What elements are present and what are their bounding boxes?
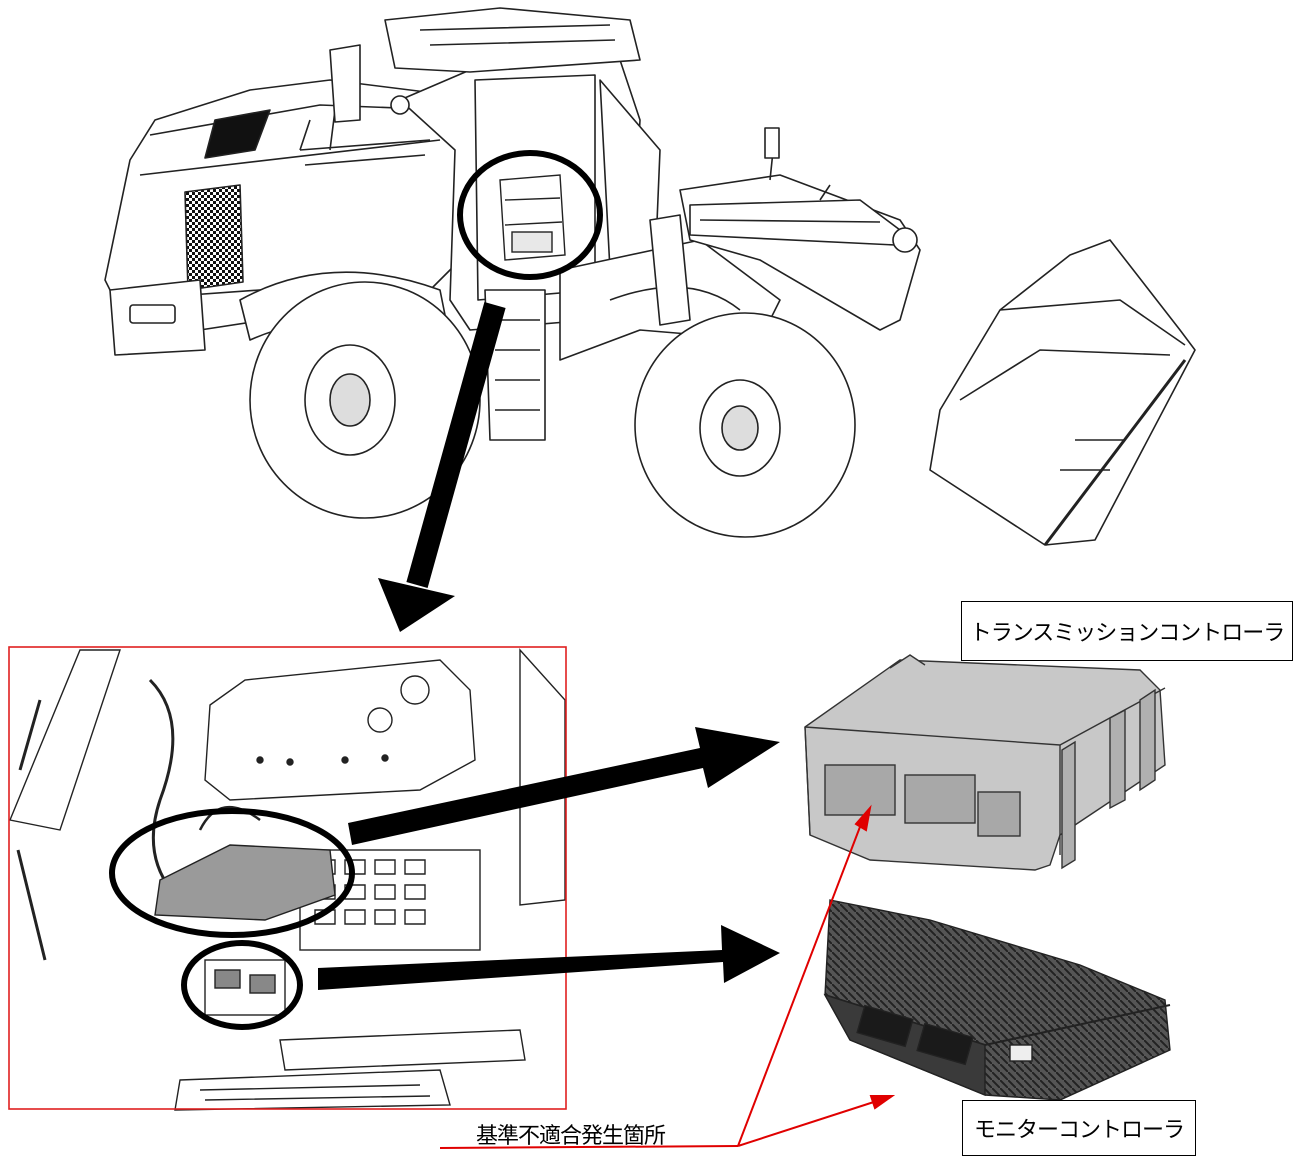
cab-compartment-detail — [499, 174, 566, 261]
highlight-circle-monitor — [181, 940, 303, 1030]
closeup-transmission-controller — [154, 844, 336, 921]
transmission-controller-label: トランスミッションコントローラ — [961, 601, 1293, 661]
arrow-down-to-closeup — [378, 302, 506, 632]
transmission-controller-unit — [804, 654, 1166, 871]
wheel-loader-illustration — [104, 7, 1196, 546]
highlight-circle-cab — [457, 150, 603, 280]
arrow-to-monitor-controller — [318, 925, 780, 990]
closeup-monitor-controller — [204, 959, 286, 1016]
monitor-controller-label: モニターコントローラ — [962, 1100, 1196, 1156]
closeup-frame — [8, 646, 567, 1110]
monitor-controller-unit — [823, 899, 1171, 1101]
nonconformity-location-label: 基準不適合発生箇所 — [476, 1124, 666, 1149]
highlight-circle-transmission — [109, 808, 355, 938]
cab-interior-closeup — [9, 648, 566, 1111]
arrow-to-transmission-controller — [348, 727, 780, 845]
nonconformity-leader-lines — [439, 804, 896, 1149]
